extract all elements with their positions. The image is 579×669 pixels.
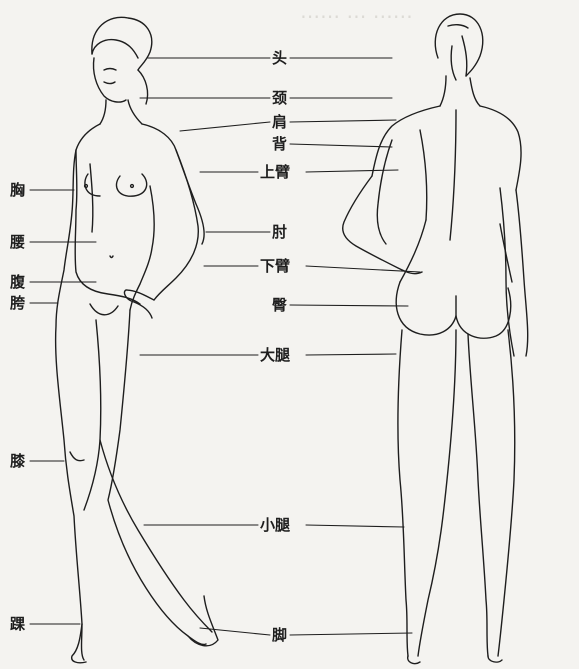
label-forearm: 下臂	[260, 257, 290, 275]
label-chest: 胸	[10, 181, 25, 199]
label-waist: 腰	[10, 233, 25, 251]
label-knee: 膝	[10, 452, 25, 470]
label-thigh: 大腿	[260, 346, 290, 364]
label-back: 背	[272, 135, 287, 153]
label-hip: 胯	[10, 294, 25, 312]
leader-lines	[30, 58, 420, 635]
back-figure	[343, 14, 528, 664]
label-head: 头	[272, 49, 287, 67]
label-shoulder: 肩	[272, 113, 287, 131]
label-elbow: 肘	[272, 223, 287, 241]
front-figure	[56, 17, 218, 662]
label-calf: 小腿	[260, 516, 290, 534]
label-upper-arm: 上臂	[260, 163, 290, 181]
label-buttocks: 臀	[272, 296, 287, 314]
label-foot: 脚	[272, 626, 287, 644]
label-neck: 颈	[272, 89, 287, 107]
label-ankle: 踝	[10, 615, 25, 633]
label-abdomen: 腹	[10, 273, 25, 291]
